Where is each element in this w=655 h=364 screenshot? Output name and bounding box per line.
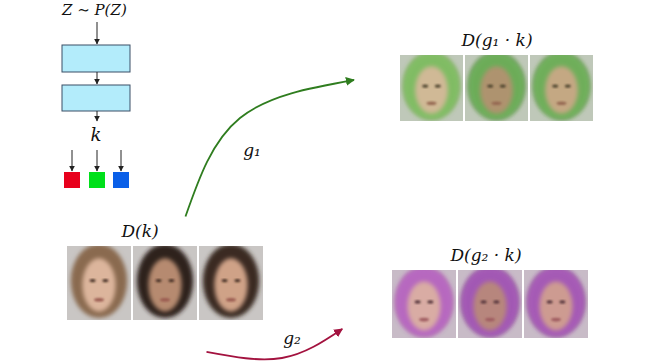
face-image — [465, 52, 528, 121]
strip-frame — [398, 53, 595, 123]
layer-arrow — [97, 72, 98, 84]
face-image — [400, 52, 463, 121]
ellipse-fill — [7, 212, 273, 362]
output-arrow — [72, 150, 73, 171]
face-image — [530, 52, 593, 121]
transform-label: g₁ — [243, 140, 261, 160]
face-strip — [390, 267, 590, 340]
green-channel — [89, 172, 105, 188]
distribution-ellipse: D(g₂ · k) — [320, 236, 652, 360]
face-image — [133, 244, 197, 320]
face-image — [392, 267, 456, 338]
distribution-ellipse: D(k) — [7, 212, 273, 362]
layer-arrow — [97, 111, 98, 121]
distribution-title: D(g₂ · k) — [450, 245, 521, 265]
face-image — [67, 244, 131, 320]
layer-box — [62, 45, 130, 72]
output-arrow — [121, 150, 122, 171]
transformation-arrow — [207, 329, 343, 359]
strip-frame — [65, 244, 265, 322]
blue-channel — [113, 172, 129, 188]
face-image — [524, 267, 588, 338]
transformation-arrow — [185, 80, 354, 217]
red-channel — [64, 172, 80, 188]
ellipse-fill — [354, 22, 640, 138]
layer-box — [62, 85, 130, 111]
face-strip — [65, 244, 265, 322]
face-samples — [65, 52, 595, 340]
input-arrow — [97, 22, 98, 44]
face-image — [199, 244, 263, 320]
latent-layer-box: k — [62, 122, 130, 150]
face-strip — [398, 52, 595, 123]
latent-symbol: k — [91, 125, 102, 145]
distribution-title: D(k) — [121, 221, 158, 241]
output-arrow — [97, 150, 98, 171]
ellipse-fill — [320, 236, 652, 360]
strip-frame — [390, 268, 590, 340]
face-image — [458, 267, 522, 338]
box-fill — [63, 123, 130, 150]
transform-label: g₂ — [283, 328, 301, 348]
distribution-ellipse: D(g₁ · k) — [354, 22, 640, 138]
latent-prior-label: Z ∼ P(Z) — [62, 1, 127, 19]
distribution-title: D(g₁ · k) — [461, 30, 532, 50]
